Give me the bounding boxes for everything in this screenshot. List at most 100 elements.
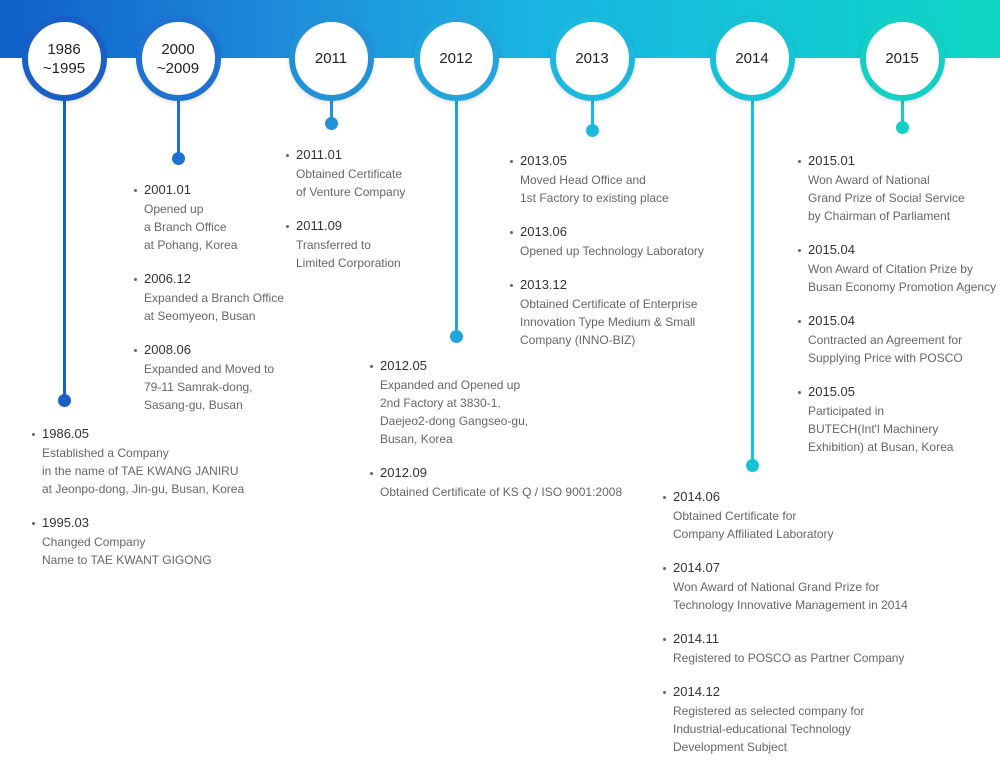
event-description: Obtained Certificate of KS Q / ISO 9001:… [380,483,622,501]
year-circle: 2012 [413,16,499,101]
event-date: 2014.12 [663,683,908,701]
event-description-line: Established a Company [42,446,169,460]
timeline-dot [57,393,71,407]
year-circle: 2011 [288,16,374,101]
event-description: Expanded a Branch Office at Seomyeon, Bus… [144,289,284,325]
event-description-line: Innovation Type Medium & Small [520,315,696,329]
timeline-connector [329,95,333,123]
event-description-line: Expanded and Opened up [380,378,521,392]
event-description-line: Exhibition) at Busan, Korea [808,440,954,454]
event-date: 1986.05 [31,425,244,443]
event-description-line: Sasang-gu, Busan [144,398,243,412]
event-description-line: Obtained Certificate of KS Q / ISO 9001:… [380,485,623,499]
year-label: 2000 [161,40,195,58]
event-date: 2014.11 [663,630,908,648]
event-description-line: Contracted an Agreement for [808,333,963,347]
event-date: 2006.12 [134,270,284,288]
event-date: 2014.06 [663,488,908,506]
year-label: 2012 [439,50,473,67]
year-circle: 2013 [549,16,635,101]
event-description-line: Registered as selected company for [673,704,865,718]
timeline-dot [895,120,909,134]
year-circle: 2000~2009 [135,16,221,101]
event-description-line: Busan, Korea [380,432,453,446]
year-label: 2011 [314,50,348,67]
event-description-line: 2nd Factory at 3830-1, [380,396,501,410]
event-date: 2015.01 [797,152,996,170]
timeline-dot [171,151,185,165]
event-date: 2011.01 [285,146,405,164]
event-description-line: Grand Prize of Social Service [808,191,965,205]
event-description: Opened up Technology Laboratory [520,242,704,260]
event-description-line: Obtained Certificate [296,167,403,181]
year-label: ~2009 [156,59,200,77]
event-description-line: Opened up [144,202,204,216]
event-date: 2013.06 [510,223,704,241]
year-circle: 2014 [709,16,795,101]
event-description-line: Company Affiliated Laboratory [673,527,834,541]
year-circle: 2015 [859,16,945,101]
event-description: Expanded and Opened up 2nd Factory at 383… [380,376,622,448]
timeline-dot [449,329,463,343]
event-description-line: at Seomyeon, Busan [144,309,256,323]
event-description-line: Company (INNO-BIZ) [520,333,636,347]
year-label: 2013 [575,50,609,67]
event-date: 2014.07 [663,559,908,577]
event-date: 2015.04 [797,312,996,330]
event-date: 2001.01 [134,181,284,199]
event-description-line: at Jeonpo-dong, Jin-gu, Busan, Korea [42,482,245,496]
event-date: 2015.05 [797,383,996,401]
event-description-line: Limited Corporation [296,256,401,270]
event-description: Registered to POSCO as Partner Company [673,649,908,667]
event-description-line: Development Subject [673,740,788,754]
event-description-line: Moved Head Office and [520,173,646,187]
event-description-line: Obtained Certificate of Enterprise [520,297,698,311]
timeline-connector [62,95,66,400]
event-date: 2013.12 [510,276,704,294]
timeline-connector [590,95,594,130]
event-date: 2012.05 [369,357,622,375]
event-date: 1995.03 [31,514,244,532]
event-description-line: Busan Economy Promotion Agency [808,280,997,294]
event-description-line: Name to TAE KWANT GIGONG [42,553,212,567]
event-description-line: BUTECH(Int'l Machinery [808,422,939,436]
event-description-line: Opened up Technology Laboratory [520,244,704,258]
event-description-line: Transferred to [296,238,371,252]
timeline-dot [585,123,599,137]
event-date: 2011.09 [285,217,405,235]
event-date: 2015.04 [797,241,996,259]
year-label: 1986 [47,40,81,58]
year-label: 2015 [885,50,919,67]
event-description-line: Supplying Price with POSCO [808,351,963,365]
event-description: Transferred to Limited Corporation [296,236,405,272]
event-description-line: Industrial-educational Technology [673,722,851,736]
event-description-line: 79-11 Samrak-dong, [144,380,253,394]
event-description-line: Expanded a Branch Office [144,291,284,305]
event-description-line: a Branch Office [144,220,227,234]
